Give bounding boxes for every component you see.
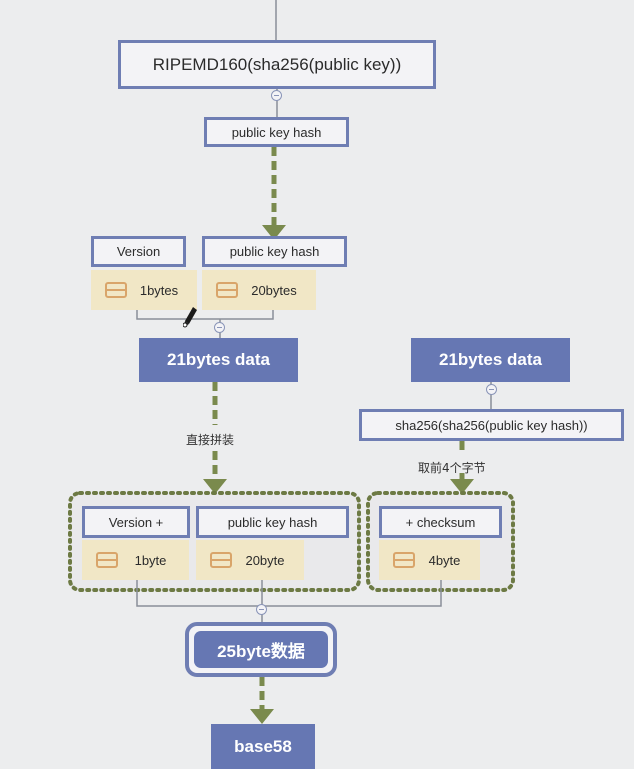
block-icon bbox=[96, 552, 118, 568]
byte1-node[interactable]: 1byte bbox=[82, 540, 189, 580]
data25-inner: 25byte数据 bbox=[194, 631, 328, 668]
double-sha-node[interactable]: sha256(sha256(public key hash)) bbox=[359, 409, 624, 441]
ripemd-label: RIPEMD160(sha256(public key)) bbox=[152, 54, 402, 74]
version-bytes-label: 1bytes bbox=[139, 282, 179, 298]
bottom-collapse-toggle[interactable] bbox=[256, 604, 267, 615]
ripemd-collapse-toggle[interactable] bbox=[271, 90, 282, 101]
byte20-label: 20byte bbox=[245, 552, 285, 568]
pkh-top-node[interactable]: public key hash bbox=[204, 117, 349, 147]
block-icon bbox=[210, 552, 232, 568]
pkh-bytes-node[interactable]: 20bytes bbox=[202, 270, 316, 310]
pkh-group-label: public key hash bbox=[227, 514, 318, 530]
base58-arrow-head bbox=[250, 709, 274, 724]
data25-label: 25byte数据 bbox=[217, 642, 305, 661]
pkh-bytes-label: 20bytes bbox=[251, 282, 297, 298]
byte1-label: 1byte bbox=[134, 552, 167, 568]
checksum-node[interactable]: + checksum bbox=[379, 506, 502, 538]
byte20-node[interactable]: 20byte bbox=[196, 540, 304, 580]
merge-collapse-toggle[interactable] bbox=[214, 322, 225, 333]
data21-right-collapse-toggle[interactable] bbox=[486, 384, 497, 395]
version-header-node[interactable]: Version bbox=[91, 236, 186, 267]
version-plus-label: Version + bbox=[108, 514, 164, 530]
version-header-label: Version bbox=[116, 244, 161, 259]
block-icon bbox=[216, 282, 238, 298]
byte4-node[interactable]: 4byte bbox=[379, 540, 480, 580]
bottom-merge-bracket bbox=[136, 580, 442, 607]
merge-bracket bbox=[136, 309, 274, 320]
data21-right-label: 21bytes data bbox=[439, 350, 542, 369]
pkh-header-label: public key hash bbox=[229, 244, 320, 259]
take-first4-label: 取前4个字节 bbox=[418, 461, 486, 475]
double-sha-label: sha256(sha256(public key hash)) bbox=[395, 417, 588, 433]
version-plus-node[interactable]: Version + bbox=[82, 506, 190, 538]
base58-node[interactable]: base58 bbox=[211, 724, 315, 769]
pkh-group-node[interactable]: public key hash bbox=[196, 506, 349, 538]
checksum-label: + checksum bbox=[405, 514, 476, 530]
block-icon bbox=[105, 282, 127, 298]
concat-arrow-head bbox=[203, 479, 227, 494]
block-icon bbox=[393, 552, 415, 568]
data21-right-node[interactable]: 21bytes data bbox=[411, 338, 570, 382]
data21-left-label: 21bytes data bbox=[167, 350, 270, 369]
data21-left-node[interactable]: 21bytes data bbox=[139, 338, 298, 382]
base58-label: base58 bbox=[234, 736, 292, 756]
checksum-arrow-head bbox=[450, 479, 474, 494]
ripemd-node[interactable]: RIPEMD160(sha256(public key)) bbox=[118, 40, 436, 89]
pkh-top-label: public key hash bbox=[231, 124, 322, 140]
pkh-header-node[interactable]: public key hash bbox=[202, 236, 347, 267]
version-bytes-node[interactable]: 1bytes bbox=[91, 270, 197, 310]
concat-label: 直接拼装 bbox=[186, 433, 235, 447]
pkh-arrow-head bbox=[262, 225, 286, 240]
data25-node[interactable]: 25byte数据 bbox=[185, 622, 337, 677]
byte4-label: 4byte bbox=[428, 552, 461, 568]
pen-cursor-icon bbox=[183, 307, 197, 328]
